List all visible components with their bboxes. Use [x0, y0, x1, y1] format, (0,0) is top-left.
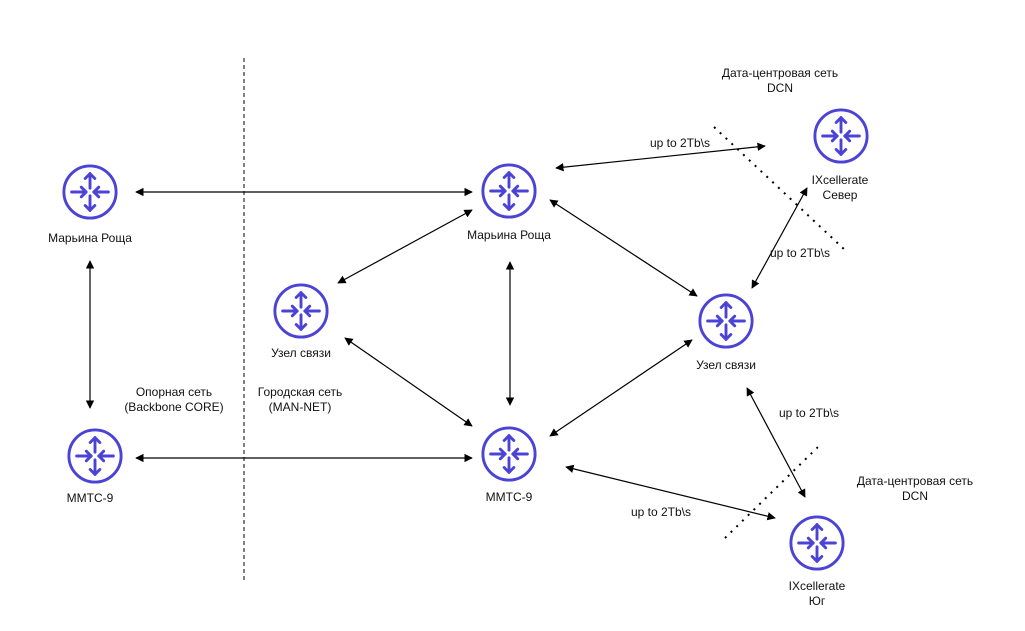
router-label-mmts-center: ММТС-9	[485, 490, 533, 504]
router-label-mr-left: Марьина Роща	[48, 231, 132, 245]
link-mmts-center-ix-south	[565, 464, 776, 521]
link-mr-center-uzel-right	[549, 199, 698, 297]
link-label-mmts-ix-south: up to 2Tb\s	[630, 505, 692, 519]
zone-label-backbone: Опорная сеть(Backbone CORE)	[124, 385, 224, 414]
link-label-mr-ix-north: up to 2Tb\s	[649, 136, 711, 150]
router-icon	[481, 163, 537, 219]
link-label-uzel-ix-north: up to 2Tb\s	[769, 246, 831, 260]
router-label-mmts-left: ММТС-9	[66, 491, 114, 505]
router-icon	[67, 428, 123, 484]
router-icon	[789, 515, 845, 571]
link-uzel-right-ix-south	[746, 387, 806, 498]
router-label-uzel-left: Узел связи	[271, 346, 331, 360]
router-label-mr-center: Марьина Роща	[467, 228, 551, 242]
router-icon	[698, 293, 754, 349]
zone-label-man: Городская сеть(MAN-NET)	[257, 385, 343, 414]
link-uzel-left-mmts-center	[344, 337, 473, 427]
link-uzel-left-mr-center	[337, 209, 473, 284]
link-uzel-right-ix-north	[751, 187, 808, 289]
router-icon	[62, 164, 118, 220]
router-label-uzel-right: Узел связи	[696, 358, 756, 372]
router-icon	[481, 426, 537, 482]
link-mmts-center-uzel-right	[549, 339, 693, 437]
router-icon	[273, 283, 329, 339]
router-icon	[813, 108, 869, 164]
link-label-uzel-ix-south: up to 2Tb\s	[778, 406, 840, 420]
dcn-south-divider-line	[724, 444, 821, 539]
link-mr-center-ix-north	[555, 142, 766, 172]
